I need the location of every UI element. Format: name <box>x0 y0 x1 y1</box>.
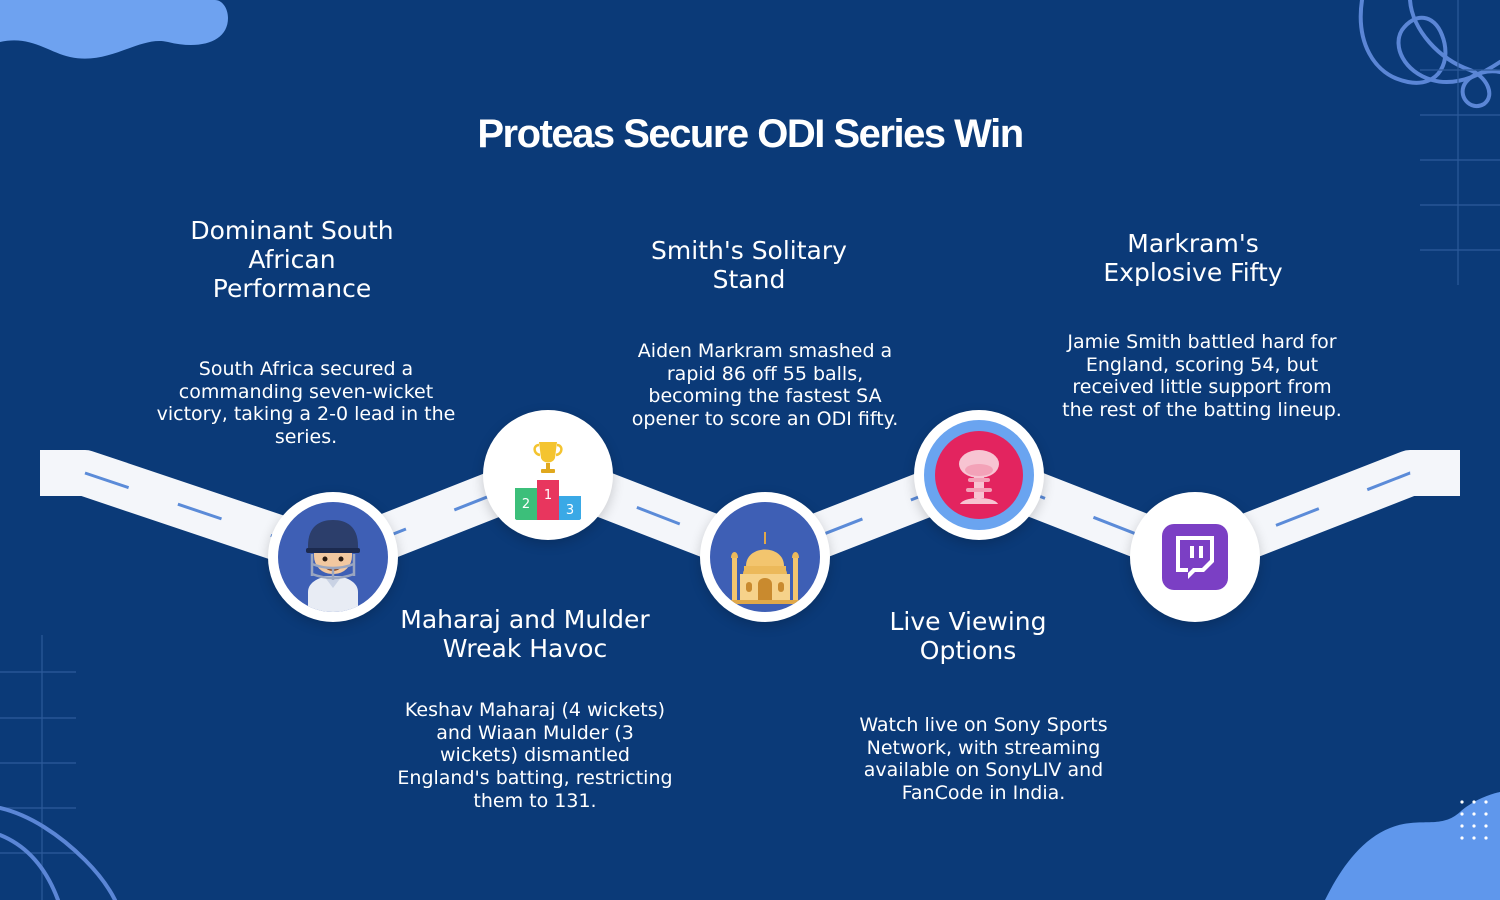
twitch-icon <box>1162 524 1228 590</box>
milestone-1-node <box>268 492 398 622</box>
top-right-grid <box>1420 0 1500 285</box>
top-left-blob <box>0 0 228 59</box>
milestone-3-node <box>700 492 830 622</box>
taj-mahal-icon <box>728 532 802 604</box>
dot-pattern <box>1460 800 1488 840</box>
milestone-2-node: 2 1 3 <box>483 410 613 540</box>
bottom-right-blob <box>1325 792 1500 900</box>
top-right-swirl <box>1358 0 1500 108</box>
milestone-4-node <box>914 410 1044 540</box>
milestone-2-heading: Maharaj and Mulder Wreak Havoc <box>400 605 650 663</box>
explosion-icon <box>935 431 1023 519</box>
milestone-1-text: South Africa secured a commanding seven-… <box>156 358 456 449</box>
milestone-5-heading: Markram's Explosive Fifty <box>1103 229 1283 287</box>
cricketer-helmet-icon <box>306 520 360 612</box>
milestone-1-heading: Dominant South African Performance <box>190 216 394 303</box>
page-title: Proteas Secure ODI Series Win <box>477 112 1024 156</box>
bottom-left-grid <box>0 635 76 900</box>
podium-first-label: 1 <box>544 488 552 503</box>
milestone-4-heading: Live Viewing Options <box>889 607 1047 665</box>
milestone-5-node <box>1130 492 1260 622</box>
milestone-5-text: Jamie Smith battled hard for England, sc… <box>1062 331 1342 422</box>
milestone-3-text: Aiden Markram smashed a rapid 86 off 55 … <box>631 340 899 431</box>
milestone-3-heading: Smith's Solitary Stand <box>651 236 847 294</box>
podium-second-label: 2 <box>522 497 530 512</box>
podium-third-label: 3 <box>566 503 574 518</box>
milestone-4-text: Watch live on Sony Sports Network, with … <box>859 714 1108 805</box>
podium-trophy-icon: 2 1 3 <box>515 442 581 520</box>
milestone-2-text: Keshav Maharaj (4 wickets) and Wiaan Mul… <box>397 699 673 812</box>
bottom-left-swirl <box>0 806 117 900</box>
